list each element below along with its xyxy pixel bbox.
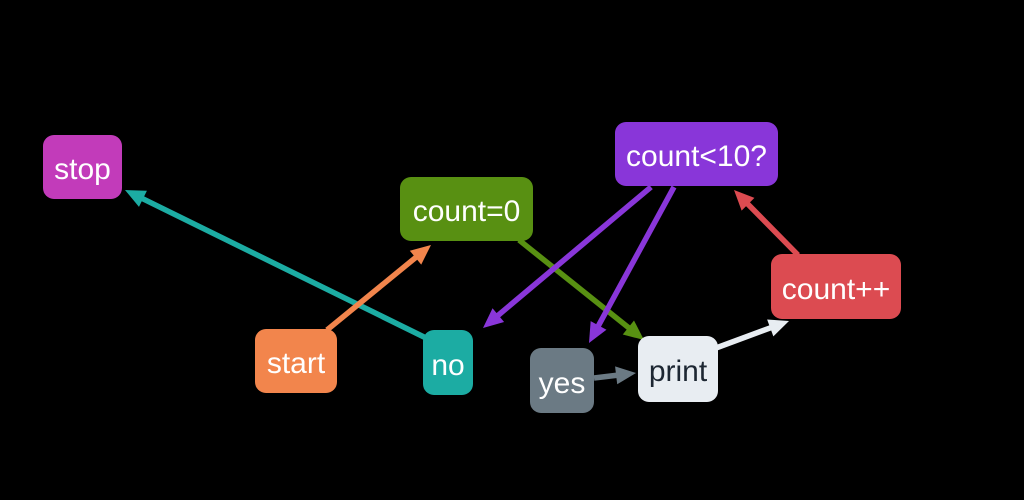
node-start[interactable]: start — [255, 329, 337, 393]
node-label: count<10? — [626, 140, 767, 173]
edge-yes-print — [593, 366, 636, 385]
node-label: yes — [538, 366, 586, 400]
node-no[interactable]: no — [423, 330, 473, 395]
node-label: print — [648, 355, 708, 388]
edge-line — [517, 237, 634, 333]
edge-line — [593, 372, 621, 381]
node-countpp[interactable]: count++ — [771, 254, 901, 319]
edge-line — [325, 252, 421, 333]
node-label: no — [431, 348, 465, 382]
arrowhead-icon — [125, 190, 147, 207]
edge-start-count0 — [325, 245, 431, 333]
edge-print-countpp — [715, 319, 789, 351]
arrowhead-icon — [483, 308, 505, 328]
node-stop[interactable]: stop — [43, 135, 122, 199]
arrowhead-icon — [589, 321, 607, 343]
edge-line — [138, 194, 428, 341]
node-yes[interactable]: yes — [530, 348, 594, 413]
node-print[interactable]: print — [638, 336, 718, 402]
edge-countpp-countlt10 — [734, 190, 800, 257]
node-count0[interactable]: count=0 — [400, 177, 533, 241]
edge-countlt10-yes — [589, 185, 677, 343]
node-label: start — [266, 347, 326, 380]
node-label: count=0 — [412, 195, 521, 228]
edge-countlt10-no — [483, 184, 653, 328]
edge-no-stop — [125, 190, 428, 341]
edge-line — [715, 323, 775, 351]
node-countlt10[interactable]: count<10? — [615, 122, 778, 186]
arrowhead-icon — [734, 190, 755, 211]
edge-line — [493, 184, 653, 320]
edge-count0-print — [517, 237, 644, 340]
arrowhead-icon — [622, 320, 644, 340]
edge-line — [594, 185, 677, 331]
arrowhead-icon — [409, 245, 431, 265]
node-label: count++ — [781, 272, 891, 306]
arrowhead-icon — [767, 319, 789, 337]
node-label: stop — [54, 153, 111, 186]
edge-line — [743, 199, 800, 257]
arrowhead-icon — [615, 366, 636, 385]
